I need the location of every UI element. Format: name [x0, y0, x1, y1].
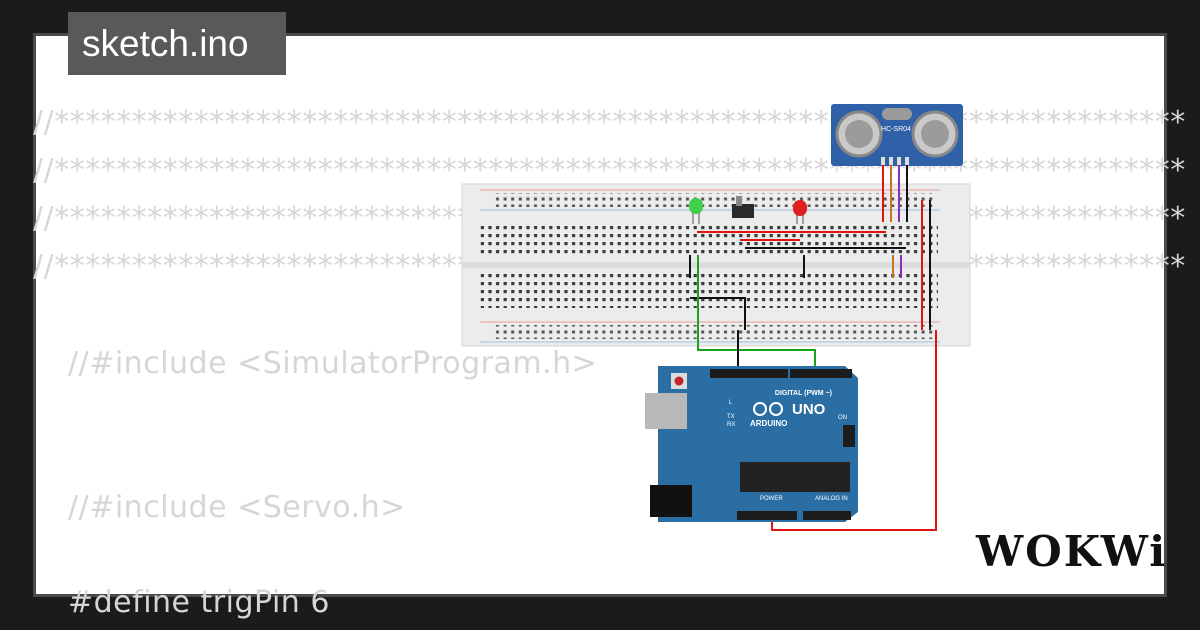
l-led-label: L — [729, 400, 733, 406]
filename-tab[interactable]: sketch.ino — [68, 12, 286, 75]
code-line: #define trigPin 6 — [68, 585, 330, 620]
green-led[interactable] — [689, 198, 703, 224]
code-line: //**************************************… — [33, 105, 1186, 140]
code-line: //#include <Servo.h> — [68, 490, 406, 525]
slide-switch[interactable] — [732, 196, 754, 218]
analog-header-label: ANALOG IN — [815, 496, 848, 502]
ultrasonic-sensor[interactable]: HC-SR04 — [831, 104, 963, 166]
on-led-label: ON — [838, 415, 847, 421]
code-line: //#include <SimulatorProgram.h> — [68, 346, 598, 381]
board-brand-label: ARDUINO — [750, 419, 787, 428]
digital-header-label: DIGITAL (PWM ~) — [775, 390, 832, 397]
sensor-label: HC-SR04 — [881, 126, 911, 133]
board-model-label: UNO — [792, 401, 826, 418]
tx-label: TX — [727, 414, 735, 420]
wokwi-logo: WOKWi — [976, 527, 1168, 576]
code-line: //**************************************… — [33, 153, 1186, 188]
red-led[interactable] — [793, 200, 807, 224]
breadboard[interactable] — [461, 183, 971, 347]
arduino-infinity-icon — [753, 402, 783, 416]
power-header-label: POWER — [760, 496, 783, 502]
arduino-uno-board[interactable]: DIGITAL (PWM ~) UNO ARDUINO ANALOG IN PO… — [645, 366, 858, 522]
rx-label: RX — [727, 422, 735, 428]
